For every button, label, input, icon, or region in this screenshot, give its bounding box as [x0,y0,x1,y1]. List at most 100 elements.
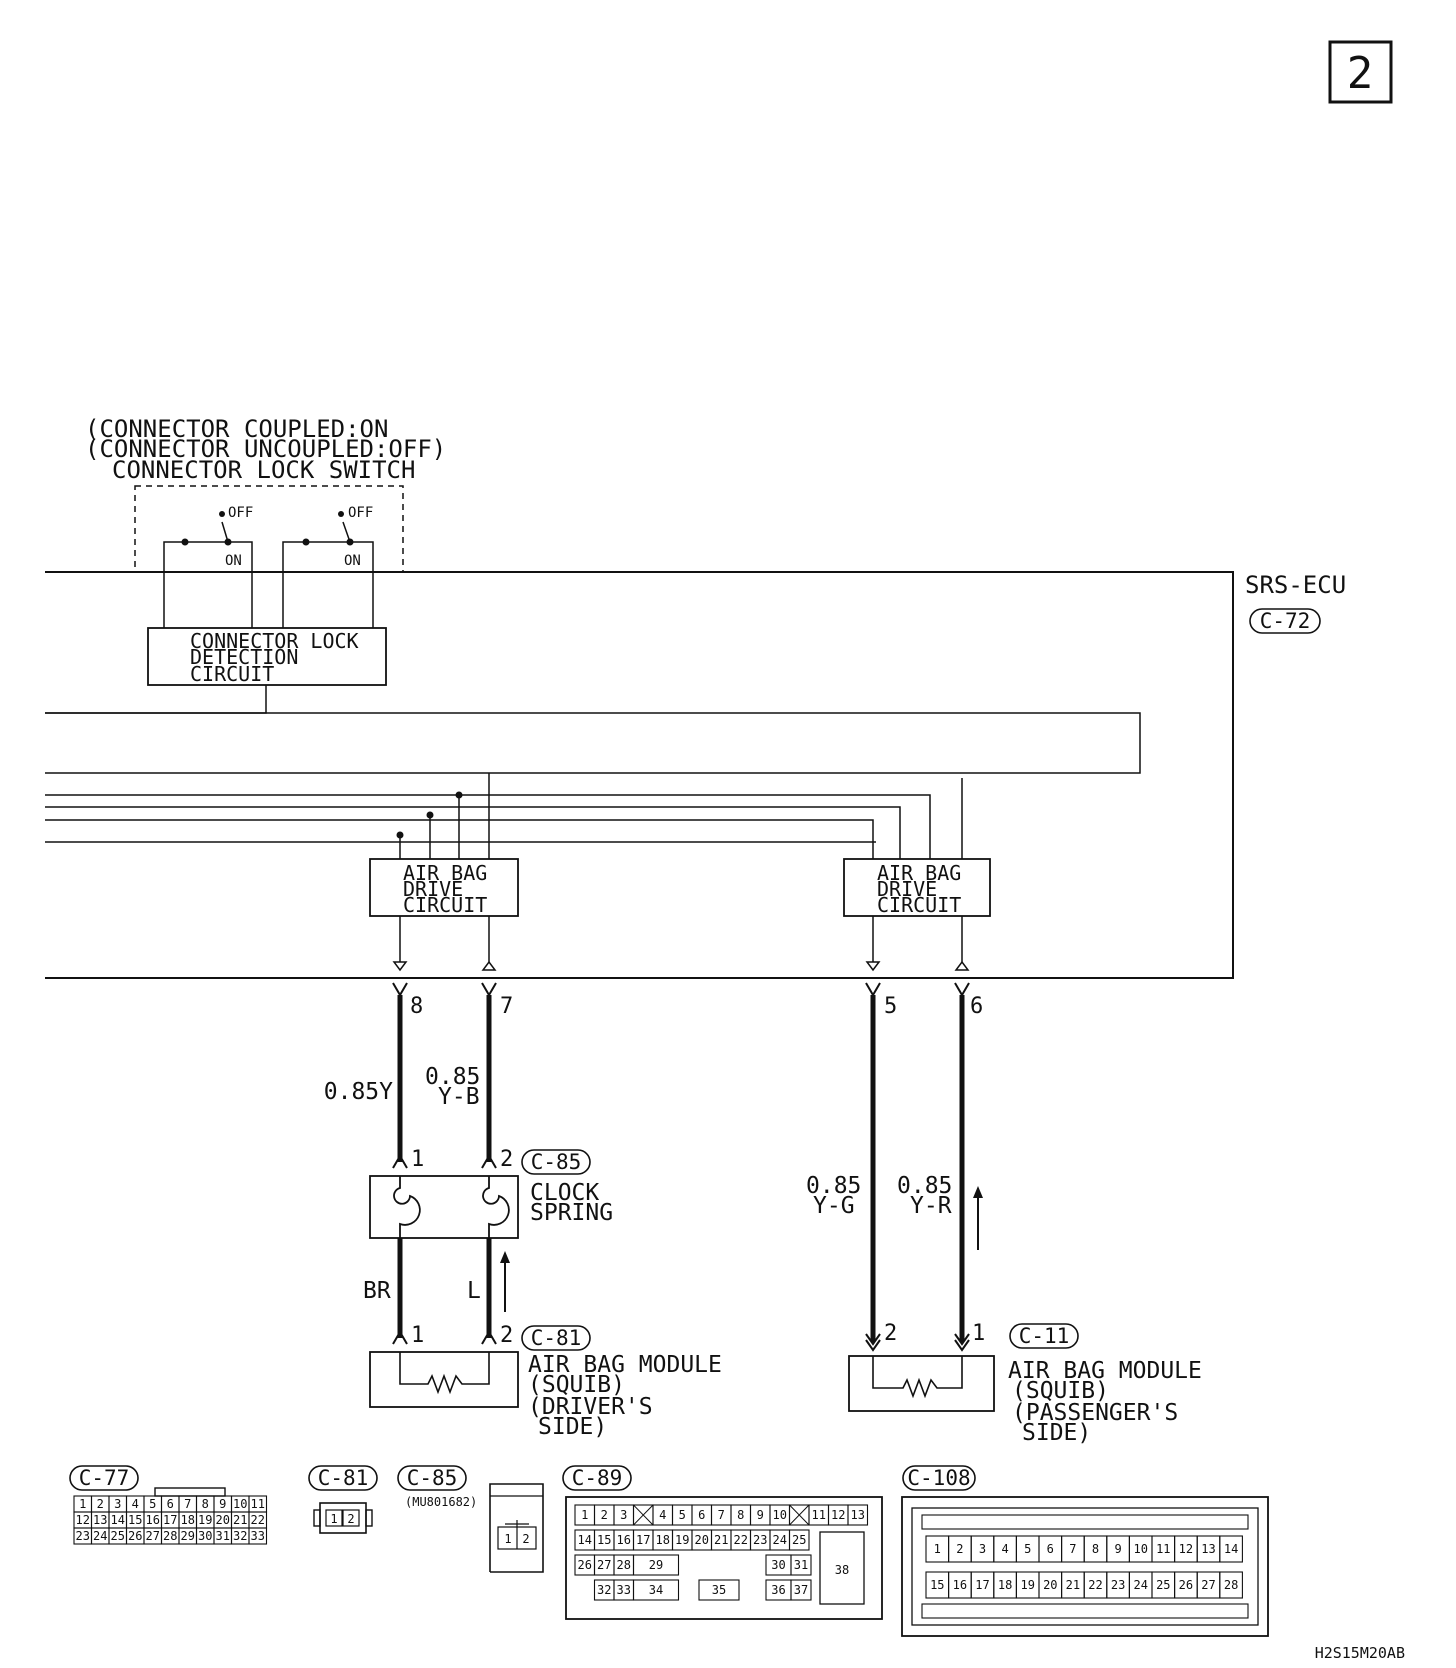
passenger-module-connector-tag: C-11 [1009,1323,1079,1349]
wire-label-driver-b-size: 0.85 [425,1064,480,1090]
c108-pin-17: 17 [975,1578,989,1592]
c89-connector-tag: C-89 [562,1465,632,1491]
passenger-module-pin-1: 1 [972,1321,985,1346]
svg-text:C-77: C-77 [79,1466,130,1490]
c89-pin-27: 27 [597,1558,611,1572]
c85-connector-tag: C-85 [397,1465,467,1491]
driver-drive-circuit-box [369,858,519,917]
c77-pin-25: 25 [111,1529,125,1543]
page-number-box [1328,40,1393,104]
c77-pin-21: 21 [233,1513,247,1527]
lock-detection-line1: CONNECTOR LOCK [190,629,359,653]
lock-switch-title: CONNECTOR LOCK SWITCH [112,456,415,484]
passenger-module-pin-2: 2 [884,1321,897,1346]
clock-spring-box [369,1175,519,1239]
ecu-terminal-5: 5 [884,994,897,1019]
c77-pin-29: 29 [181,1529,195,1543]
c77-pin-19: 19 [198,1513,212,1527]
c77-latch [154,1487,226,1497]
c108-pin-20: 20 [1043,1578,1057,1592]
c108-pin-18: 18 [998,1578,1012,1592]
svg-text:C-89: C-89 [572,1466,623,1490]
svg-text:C-81: C-81 [318,1466,369,1490]
passenger-drive-circuit-box [843,858,991,917]
c89-pin-14: 14 [578,1533,592,1547]
driver-module-pin-2: 2 [500,1323,513,1348]
c89-pin-11: 11 [812,1508,826,1522]
c89-pin-30: 30 [771,1558,785,1572]
c108-pin-23: 23 [1111,1578,1125,1592]
driver-module-pin-1: 1 [411,1323,424,1348]
c89-pin-31: 31 [794,1558,808,1572]
driver-drive-line3: CIRCUIT [403,893,487,917]
wire-label-passenger-b-color: Y-R [910,1193,952,1219]
driver-module-line2: (SQUIB) [528,1372,625,1398]
wire-label-driver-b-color: Y-B [438,1084,480,1110]
c77-pin-12: 12 [76,1513,90,1527]
c108-pin-21: 21 [1066,1578,1080,1592]
wire-label-passenger-b-size: 0.85 [897,1173,952,1199]
c108-pin-2: 2 [956,1542,963,1556]
c89-pin-15: 15 [597,1533,611,1547]
wire-label-driver-a: 0.85Y [324,1079,393,1105]
c77-pin-4: 4 [132,1497,139,1511]
passenger-module-pin-forks [865,1333,970,1352]
c89-pin-32: 32 [597,1583,611,1597]
c108-pin-6: 6 [1047,1542,1054,1556]
passenger-module-line4: SIDE) [1022,1420,1091,1446]
c108-pin-12: 12 [1179,1542,1193,1556]
svg-text:C-11: C-11 [1019,1324,1070,1348]
passenger-squib-resistor [872,1356,963,1399]
current-arrow-passenger [973,1186,983,1250]
clock-spring-pin-1: 1 [411,1147,424,1172]
driver-module-line3: (DRIVER'S [528,1394,653,1420]
c77-pin-11: 11 [251,1497,265,1511]
output-arrow-7 [481,960,497,971]
lock-detection-box [147,627,387,686]
passenger-drive-line2: DRIVE [877,877,937,901]
passenger-module-box [848,1355,995,1412]
c89-pin-8: 8 [737,1508,744,1522]
driver-module-box [369,1351,519,1408]
c77-pin-32: 32 [233,1529,247,1543]
c85-part-number: (MU801682) [405,1495,477,1509]
svg-text:C-81: C-81 [531,1326,582,1350]
drive-output-lines [399,916,963,962]
passenger-drive-line1: AIR BAG [877,861,961,885]
lock-switch-1: OFF ON [163,505,253,628]
clock-spring-coils [393,1176,510,1238]
c89-pin-4: 4 [659,1508,666,1522]
c89-pin-38: 38 [835,1563,849,1577]
c89-pin-25: 25 [792,1533,806,1547]
c89-pin-16: 16 [617,1533,631,1547]
c77-pin-16: 16 [146,1513,160,1527]
c108-pin-13: 13 [1201,1542,1215,1556]
c108-pin-27: 27 [1201,1578,1215,1592]
c77-pin-8: 8 [202,1497,209,1511]
clock-spring-line2: SPRING [530,1200,613,1226]
output-arrow-5 [865,961,881,972]
c77-pin-10: 10 [233,1497,247,1511]
c77-pin-30: 30 [198,1529,212,1543]
svg-text:C-72: C-72 [1260,609,1311,633]
ecu-terminal-7: 7 [500,994,513,1019]
clock-spring-connector-tag: C-85 [521,1149,591,1175]
c77-pin-9: 9 [219,1497,226,1511]
wire-label-spring-a: BR [363,1278,391,1304]
c77-pin-23: 23 [76,1529,90,1543]
wire-label-passenger-a-color: Y-G [813,1193,855,1219]
c89-pin-35: 35 [712,1583,726,1597]
svg-text:C-85: C-85 [407,1466,458,1490]
svg-text:C-108: C-108 [907,1466,970,1490]
ecu-name: SRS-ECU [1245,571,1346,599]
passenger-module-line1: AIR BAG MODULE [1008,1358,1202,1384]
c108-pin-24: 24 [1133,1578,1147,1592]
c89-pin-34: 34 [649,1583,663,1597]
c77-pin-18: 18 [181,1513,195,1527]
c89-pin-19: 19 [675,1533,689,1547]
c108-pin-28: 28 [1224,1578,1238,1592]
c89-pin-22: 22 [734,1533,748,1547]
c77-connector-tag: C-77 [69,1465,139,1491]
